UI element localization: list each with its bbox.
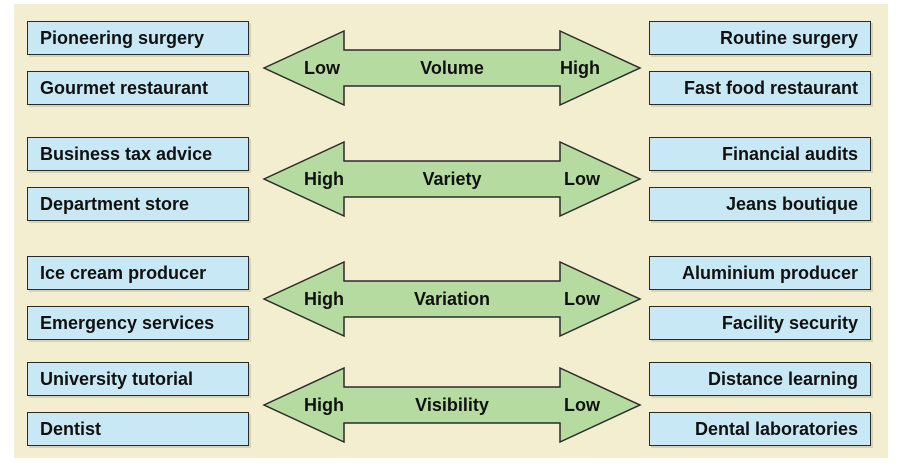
example-box-facility-security: Facility security (649, 306, 871, 340)
diagram-canvas: Pioneering surgery Gourmet restaurant Lo… (14, 4, 888, 458)
example-box-financial-audits: Financial audits (649, 137, 871, 171)
example-box-ice-cream-producer: Ice cream producer (27, 256, 249, 290)
example-box-department-store: Department store (27, 187, 249, 221)
dimension-label-volume: Volume (420, 57, 484, 78)
example-box-gourmet-restaurant: Gourmet restaurant (27, 71, 249, 105)
double-arrow-icon (262, 366, 642, 444)
double-arrow-icon (262, 29, 642, 107)
example-box-business-tax-advice: Business tax advice (27, 137, 249, 171)
double-arrow-icon (262, 140, 642, 218)
double-arrow-visibility: High Visibility Low (262, 366, 642, 444)
example-box-routine-surgery: Routine surgery (649, 21, 871, 55)
example-box-jeans-boutique: Jeans boutique (649, 187, 871, 221)
dimension-label-variety: Variety (422, 168, 482, 189)
low-level-label: Low (564, 288, 600, 309)
high-level-label: High (560, 57, 600, 78)
double-arrow-volume: Low Volume High (262, 29, 642, 107)
example-box-pioneering-surgery: Pioneering surgery (27, 21, 249, 55)
example-box-aluminium-producer: Aluminium producer (649, 256, 871, 290)
low-level-label: Low (304, 57, 340, 78)
example-box-distance-learning: Distance learning (649, 362, 871, 396)
dimension-label-variation: Variation (413, 288, 491, 309)
example-box-university-tutorial: University tutorial (27, 362, 249, 396)
high-level-label: High (304, 288, 344, 309)
example-box-dental-laboratories: Dental laboratories (649, 412, 871, 446)
double-arrow-variety: High Variety Low (262, 140, 642, 218)
low-level-label: Low (564, 168, 600, 189)
example-box-fast-food-restaurant: Fast food restaurant (649, 71, 871, 105)
example-box-dentist: Dentist (27, 412, 249, 446)
high-level-label: High (304, 168, 344, 189)
dimension-label-visibility: Visibility (415, 394, 489, 415)
low-level-label: Low (564, 394, 600, 415)
example-box-emergency-services: Emergency services (27, 306, 249, 340)
double-arrow-icon (262, 260, 642, 338)
high-level-label: High (304, 394, 344, 415)
double-arrow-variation: High Variation Low (262, 260, 642, 338)
